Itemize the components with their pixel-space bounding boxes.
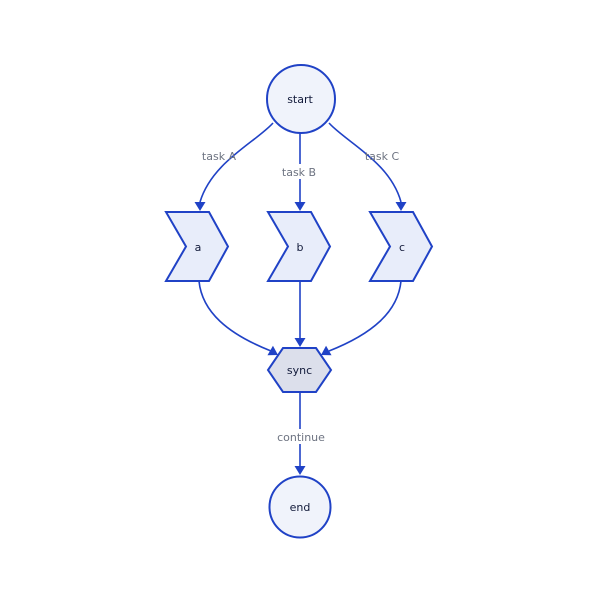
node-shapes (164, 64, 434, 539)
edge-labels: task A task B task C continue (202, 150, 400, 444)
edge-a-sync (198, 280, 272, 352)
node-sync (266, 347, 333, 393)
arrowhead-into-b (294, 202, 306, 211)
arrowhead-into-end (294, 466, 306, 475)
edge-label-continue: continue (277, 431, 325, 444)
edge-lines (198, 122, 402, 466)
node-label-end: end (290, 501, 311, 514)
arrowhead-into-sync-top (294, 338, 306, 347)
node-b (266, 211, 332, 282)
node-label-a: a (195, 241, 202, 254)
node-a (164, 211, 230, 282)
edge-start-a (199, 122, 274, 203)
arrowhead-into-c (395, 202, 407, 211)
mask-task-b (277, 164, 322, 179)
mask-continue (274, 429, 328, 444)
edge-label-task-c: task C (365, 150, 400, 163)
edge-label-task-a: task A (202, 150, 237, 163)
node-c (368, 211, 434, 282)
edge-start-c (328, 122, 402, 203)
arrowhead-into-sync-right (321, 345, 332, 356)
arrowhead-into-a (194, 202, 206, 211)
node-label-start: start (287, 93, 313, 106)
node-labels: start a b c sync end (195, 93, 405, 514)
node-label-b: b (297, 241, 304, 254)
node-end (268, 475, 332, 539)
arrowhead-into-sync-left (267, 345, 278, 356)
node-start (266, 64, 336, 134)
edge-c-sync (328, 280, 402, 352)
node-label-sync: sync (287, 364, 312, 377)
edge-label-masks (274, 164, 328, 444)
node-label-c: c (399, 241, 405, 254)
edge-label-task-b: task B (282, 166, 316, 179)
arrowheads (194, 202, 407, 475)
